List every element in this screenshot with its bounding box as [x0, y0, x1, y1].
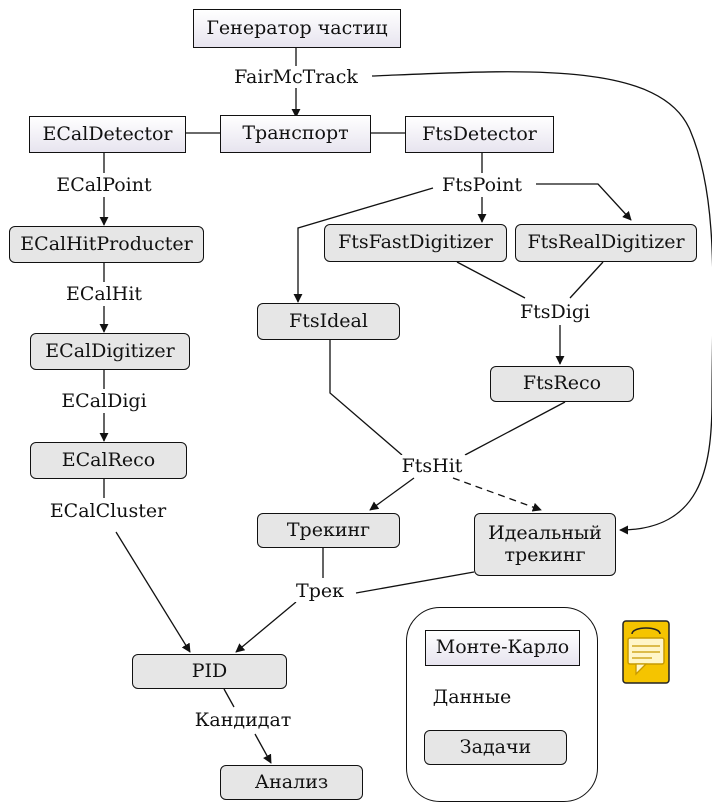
analysis-node: Анализ: [220, 765, 363, 800]
ideal-tracking-node: Идеальный трекинг: [474, 513, 616, 576]
label-ecal-point: ECalPoint: [53, 174, 155, 196]
tracking-node: Трекинг: [257, 513, 400, 548]
label-candidate: Кандидат: [191, 709, 295, 731]
legend-data: Данные: [429, 686, 515, 708]
transport-node: Транспорт: [220, 115, 371, 153]
label-fts-digi: FtsDigi: [516, 301, 594, 323]
fts-reco-node: FtsReco: [490, 366, 634, 402]
fts-fast-digitizer-node: FtsFastDigitizer: [324, 224, 507, 262]
label-fts-point: FtsPoint: [439, 174, 525, 196]
ecal-reco-node: ECalReco: [30, 442, 187, 479]
legend-tasks: Задачи: [424, 730, 567, 765]
note-icon[interactable]: [622, 620, 670, 684]
ecal-digitizer-node: ECalDigitizer: [30, 333, 190, 370]
edge-fairmctrack-idealtracking: [371, 71, 712, 535]
fts-real-digitizer-node: FtsRealDigitizer: [515, 224, 697, 262]
label-fts-hit: FtsHit: [398, 455, 466, 477]
fts-ideal-node: FtsIdeal: [257, 303, 400, 340]
legend: Монте-Карло Данные Задачи: [406, 607, 598, 802]
edge-ecalcluster-pid: [115, 531, 191, 653]
label-ecal-cluster: ECalCluster: [46, 500, 170, 522]
fts-detector-node: FtsDetector: [405, 116, 554, 153]
ecal-hit-producter-node: ECalHitProducter: [9, 226, 204, 263]
pid-node: PID: [132, 654, 287, 689]
legend-monte-carlo: Монте-Карло: [425, 630, 580, 666]
generator-node: Генератор частиц: [193, 9, 401, 48]
label-fair-mc-track: FairMcTrack: [231, 66, 361, 88]
label-ecal-digi: ECalDigi: [58, 390, 150, 412]
label-ecal-hit: ECalHit: [62, 283, 146, 305]
label-track: Трек: [293, 580, 347, 602]
ecal-detector-node: ECalDetector: [29, 116, 186, 153]
